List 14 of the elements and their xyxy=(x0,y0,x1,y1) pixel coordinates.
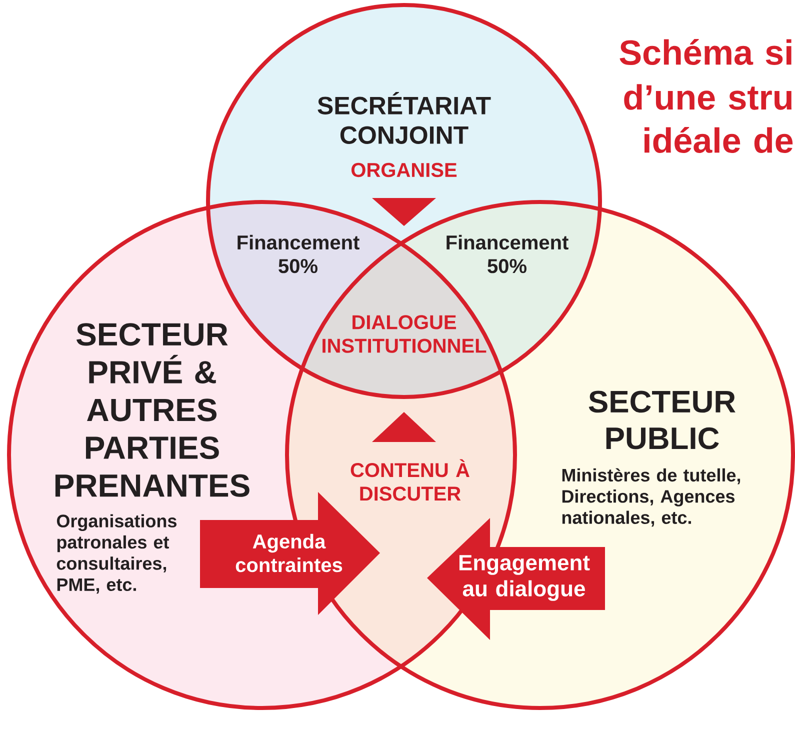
circle-heading: SECTEUR PUBLIC xyxy=(588,390,736,450)
title-text: d’une stru xyxy=(624,84,792,110)
arrow-text: Agenda contraintes xyxy=(236,534,342,572)
region-label: DIALOGUE INSTITUTIONNEL xyxy=(322,315,486,353)
region-label: Financement 50% xyxy=(238,234,360,274)
arrow-text: Engagement au dialogue xyxy=(459,555,590,601)
title-text: idéale de xyxy=(644,126,793,153)
circle-heading: SECTEUR PRIVÉ & AUTRES PARTIES PRENANTES xyxy=(55,323,250,497)
circle-description: Organisations patronales et consultaires, PME, etc. xyxy=(56,514,176,594)
circle-heading: SECRÉTARIAT CONJOINT xyxy=(318,92,491,144)
region-label: Financement 50% xyxy=(446,234,568,274)
circle-description: Ministères de tutelle, Directions, Agences nationales, etc. xyxy=(562,468,740,527)
region-label: CONTENU À DISCUTER xyxy=(350,459,470,501)
region-label: ORGANISE xyxy=(351,162,457,178)
